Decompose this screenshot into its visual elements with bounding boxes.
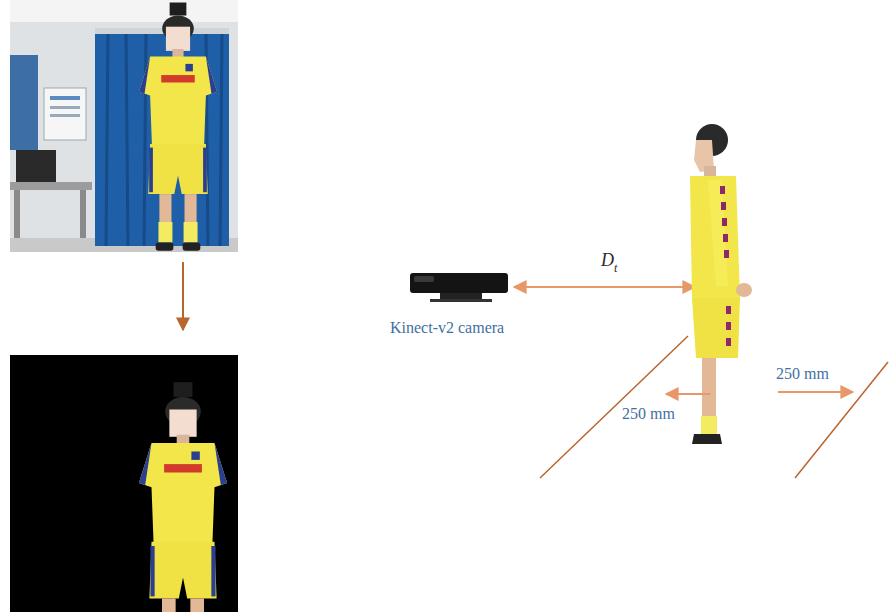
camera-label: Kinect-v2 camera (390, 318, 504, 337)
offset-arrow (778, 391, 853, 393)
process-arrow (182, 262, 184, 330)
offset-arrow (666, 393, 710, 395)
distance-symbol: D (601, 250, 614, 272)
kinect-camera (410, 273, 508, 302)
dimension-label: 250 mm (776, 364, 829, 383)
segmented-photo (10, 355, 238, 612)
boundary-line (540, 336, 688, 478)
person-front (139, 3, 217, 251)
room-photo (10, 0, 238, 252)
distance-arrow (514, 286, 695, 288)
person-side (690, 124, 752, 444)
dimension-label: 250 mm (622, 404, 675, 423)
person-segmented (139, 382, 227, 612)
distance-subscript: t (614, 261, 617, 275)
